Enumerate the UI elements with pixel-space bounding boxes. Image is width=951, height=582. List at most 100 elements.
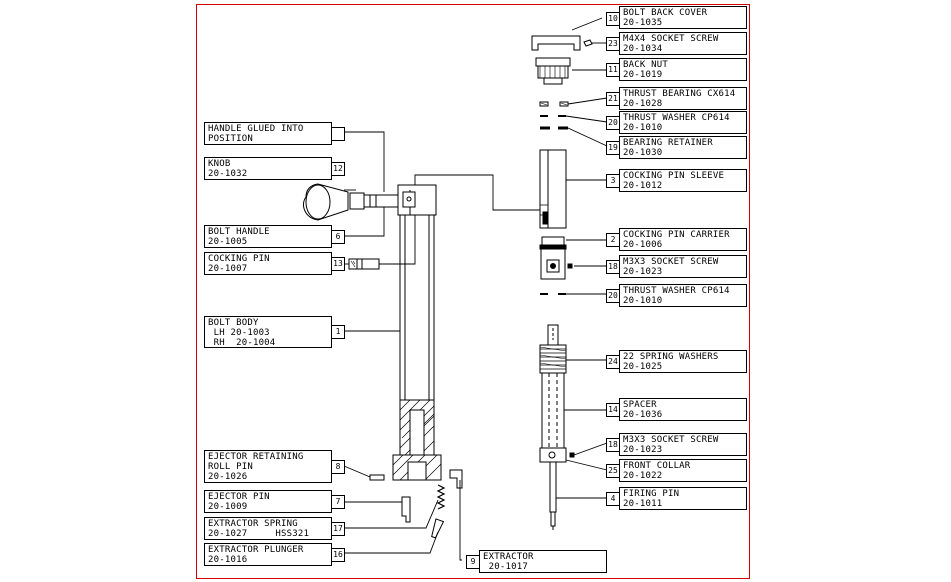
callout-part-number: 20-1028 (623, 99, 663, 109)
cocking-pin-part (348, 258, 380, 270)
callout-part-number-rh: RH 20-1004 (208, 338, 276, 348)
callout-number: 7 (331, 495, 345, 509)
firing-pin-assembly-part (539, 324, 575, 530)
callout-part-number-lh: LH 20-1003 (208, 328, 270, 338)
callout-number: 11 (606, 63, 620, 77)
callout-title: THRUST BEARING CX614 (623, 89, 736, 99)
callout-title: EJECTOR RETAINING (208, 452, 304, 462)
callout-number: 12 (331, 162, 345, 176)
callout-part-number: POSITION (208, 134, 253, 144)
callout-number-blank (331, 127, 345, 141)
callout-title: BOLT BODY (208, 318, 259, 328)
callout-bolt-back-cover: BOLT BACK COVER 20-1035 (619, 6, 747, 29)
callout-back-nut: BACK NUT 20-1019 (619, 58, 747, 81)
callout-title: FIRING PIN (623, 489, 680, 499)
callout-number: 8 (331, 460, 345, 474)
callout-part-number: 20-1035 (623, 18, 663, 28)
callout-number: 21 (606, 92, 620, 106)
callout-number: 14 (606, 403, 620, 417)
callout-title: BACK NUT (623, 60, 668, 70)
callout-cocking-pin-carrier: COCKING PIN CARRIER 20-1006 (619, 228, 747, 251)
callout-part-number: 20-1027 HSS321 (208, 529, 310, 539)
thrust-bearing-part (539, 101, 569, 107)
drawing-frame (196, 4, 750, 579)
callout-title: THRUST WASHER CP614 (623, 113, 730, 123)
callout-thrust-washer: THRUST WASHER CP614 20-1010 (619, 111, 747, 134)
callout-title: EXTRACTOR SPRING (208, 519, 298, 529)
bolt-handle-part (303, 183, 416, 221)
callout-number: 25 (606, 464, 620, 478)
callout-number: 1 (331, 325, 345, 339)
callout-number: 20 (606, 289, 620, 303)
callout-front-collar: FRONT COLLAR 20-1022 (619, 459, 747, 482)
callout-ejector-retaining-roll-pin: EJECTOR RETAINING ROLL PIN 20-1026 (204, 450, 332, 483)
callout-knob: KNOB 20-1032 (204, 157, 332, 180)
callout-m3x3-socket-screw: M3X3 SOCKET SCREW 20-1023 (619, 255, 747, 278)
callout-part-number: 20-1007 (208, 264, 248, 274)
callout-handle-glued: HANDLE GLUED INTO POSITION (204, 122, 332, 145)
roll-pin-part (369, 474, 385, 481)
callout-part-number: 20-1023 (623, 445, 663, 455)
callout-number: 18 (606, 260, 620, 274)
callout-part-number: 20-1010 (623, 296, 663, 306)
callout-part-number: 20-1022 (623, 471, 663, 481)
extractor-spring-part (436, 484, 446, 510)
callout-number: 6 (331, 230, 345, 244)
callout-part-number: 20-1010 (623, 123, 663, 133)
callout-bolt-body: BOLT BODY LH 20-1003 RH 20-1004 (204, 316, 332, 348)
callout-part-number: 20-1025 (623, 362, 663, 372)
callout-part-number: 20-1032 (208, 169, 248, 179)
callout-title: KNOB (208, 159, 231, 169)
callout-part-number: 20-1036 (623, 410, 663, 420)
back-nut-part (535, 57, 571, 85)
callout-part-number: 20-1016 (208, 555, 248, 565)
callout-number: 13 (331, 257, 345, 271)
callout-title: COCKING PIN SLEEVE (623, 171, 725, 181)
callout-part-number: 20-1006 (623, 240, 663, 250)
callout-title: FRONT COLLAR (623, 461, 691, 471)
callout-title: SPACER (623, 400, 657, 410)
callout-part-number: 20-1011 (623, 499, 663, 509)
callout-title: THRUST WASHER CP614 (623, 286, 730, 296)
callout-title: EXTRACTOR (483, 552, 534, 562)
cocking-pin-sleeve-part (539, 149, 567, 229)
callout-part-number: 20-1034 (623, 44, 663, 54)
bolt-body-part (392, 184, 442, 481)
callout-title: M3X3 SOCKET SCREW (623, 257, 719, 267)
callout-part-number: 20-1012 (623, 181, 663, 191)
callout-number: 10 (606, 12, 620, 26)
callout-title: EXTRACTOR PLUNGER (208, 545, 304, 555)
callout-bolt-handle: BOLT HANDLE 20-1005 (204, 225, 332, 248)
callout-number: 2 (606, 233, 620, 247)
callout-number: 19 (606, 141, 620, 155)
callout-title: BEARING RETAINER (623, 138, 713, 148)
callout-title: HANDLE GLUED INTO (208, 124, 304, 134)
callout-title: EJECTOR PIN (208, 492, 270, 502)
leader-lines (343, 17, 608, 561)
callout-title: M3X3 SOCKET SCREW (623, 435, 719, 445)
callout-part-number: 20-1005 (208, 237, 248, 247)
callout-cocking-pin-sleeve: COCKING PIN SLEEVE 20-1012 (619, 169, 747, 192)
callout-m4x4-socket-screw: M4X4 SOCKET SCREW 20-1034 (619, 32, 747, 55)
callout-number: 23 (606, 37, 620, 51)
callout-title: M4X4 SOCKET SCREW (623, 34, 719, 44)
callout-number: 9 (466, 555, 480, 569)
callout-part-number: 20-1023 (623, 267, 663, 277)
callout-extractor-plunger: EXTRACTOR PLUNGER 20-1016 (204, 543, 332, 566)
callout-spring-washers: 22 SPRING WASHERS 20-1025 (619, 350, 747, 373)
callout-title: 22 SPRING WASHERS (623, 352, 719, 362)
callout-number: 3 (606, 174, 620, 188)
callout-number: 24 (606, 355, 620, 369)
cocking-pin-carrier-part (539, 236, 573, 280)
callout-number: 16 (331, 548, 345, 562)
callout-bearing-retainer: BEARING RETAINER 20-1030 (619, 136, 747, 159)
callout-number: 18 (606, 438, 620, 452)
callout-title: BOLT HANDLE (208, 227, 270, 237)
callout-cocking-pin: COCKING PIN 20-1007 (204, 252, 332, 275)
callout-number: 4 (606, 492, 620, 506)
callout-m3x3-socket-screw-2: M3X3 SOCKET SCREW 20-1023 (619, 433, 747, 456)
callout-extractor-spring: EXTRACTOR SPRING 20-1027 HSS321 (204, 517, 332, 540)
ejector-pin-part (401, 496, 411, 523)
callout-part-number: 20-1019 (623, 70, 663, 80)
